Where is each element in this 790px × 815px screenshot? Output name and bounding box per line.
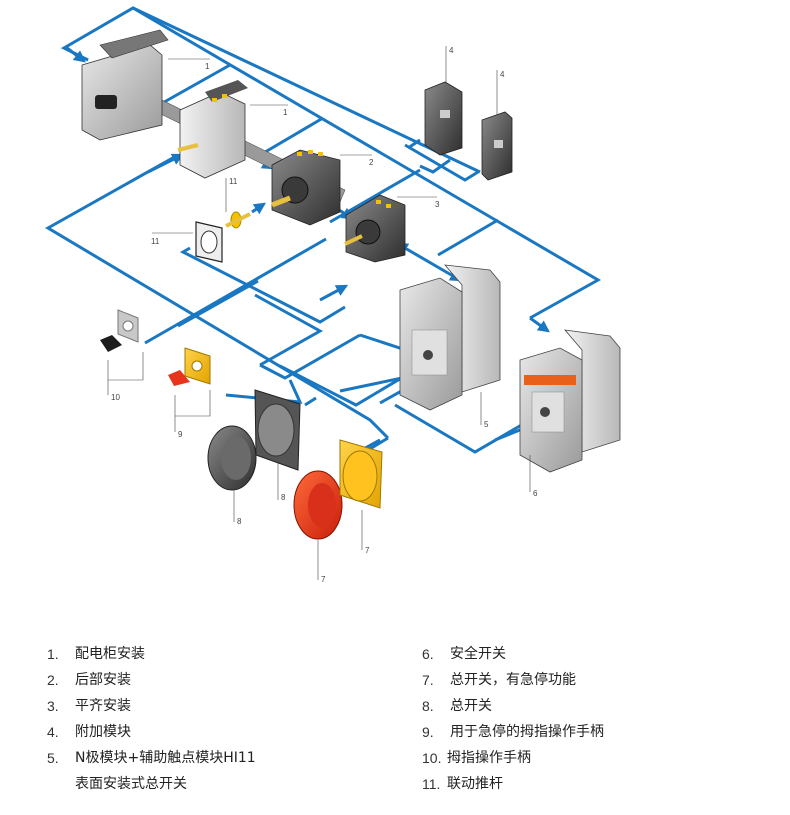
legend-number: 6. bbox=[422, 646, 434, 662]
legend-number: 4. bbox=[47, 724, 59, 740]
connector-arrow bbox=[251, 202, 266, 215]
callout-9: 9 bbox=[178, 430, 183, 439]
legend-item: 3. 平齐安装 bbox=[47, 693, 256, 719]
connector-line bbox=[404, 143, 479, 182]
connector-line bbox=[225, 379, 303, 404]
legend-item: 10. 拇指操作手柄 bbox=[422, 745, 604, 771]
legend-text: 用于急停的拇指操作手柄 bbox=[450, 724, 604, 740]
leader-lines bbox=[107, 46, 531, 580]
legend-item: 1. 配电柜安装 bbox=[47, 641, 256, 667]
callout-3: 3 bbox=[435, 200, 440, 209]
legend-text: 平齐安装 bbox=[75, 698, 131, 714]
component-8-handle bbox=[207, 425, 257, 491]
callout-4: 4 bbox=[500, 70, 505, 79]
connector-line bbox=[144, 237, 327, 345]
callout-2: 2 bbox=[369, 158, 374, 167]
callout-10: 10 bbox=[111, 393, 120, 402]
legend-text: N极模块+辅助触点模块HI11 bbox=[75, 750, 256, 766]
legend-item: 6. 安全开关 bbox=[422, 641, 604, 667]
connector-line bbox=[394, 403, 531, 454]
legend-text: 总开关 bbox=[450, 698, 492, 714]
legend-item: 2. 后部安装 bbox=[47, 667, 256, 693]
component-4-addon-cover bbox=[481, 111, 513, 181]
callout-5: 5 bbox=[484, 420, 489, 429]
connector-line bbox=[419, 158, 451, 174]
legend-item: 5. N极模块+辅助触点模块HI11 bbox=[47, 745, 256, 771]
connector-line bbox=[319, 284, 349, 302]
legend-item: 4. 附加模块 bbox=[47, 719, 256, 745]
connector-line bbox=[304, 396, 317, 407]
component-7-yellow-bezel bbox=[339, 439, 383, 509]
connector-line bbox=[132, 6, 602, 320]
callout-1: 1 bbox=[283, 108, 288, 117]
legend-right: 6. 安全开关 7. 总开关，有急停功能 8. 总开关 9. 用于急停的拇指操作手柄 1… bbox=[422, 641, 604, 797]
legend-text: 表面安装式总开关 bbox=[75, 776, 187, 792]
legend-number: 11. bbox=[422, 776, 441, 792]
legend-text: 总开关，有急停功能 bbox=[450, 672, 576, 688]
component-9-emergency-thumb-grip bbox=[168, 347, 211, 386]
component-6-safety-enclosure bbox=[519, 329, 621, 473]
legend-item: 7. 总开关，有急停功能 bbox=[422, 667, 604, 693]
connector-line bbox=[179, 246, 346, 324]
callout-1: 1 bbox=[205, 62, 210, 71]
legend-text: 拇指操作手柄 bbox=[447, 750, 531, 766]
legend-number bbox=[47, 771, 75, 797]
connector-line bbox=[279, 364, 423, 407]
legend-item: 8. 总开关 bbox=[422, 693, 604, 719]
legend-number: 3. bbox=[47, 698, 59, 714]
legend-number: 9. bbox=[422, 724, 434, 740]
connector-line bbox=[66, 46, 86, 63]
callout-6: 6 bbox=[533, 489, 538, 498]
connector-line bbox=[259, 333, 361, 380]
component-4-addon-module bbox=[424, 81, 463, 156]
connector-line bbox=[177, 279, 259, 328]
legend-text: 配电柜安装 bbox=[75, 646, 145, 662]
connector-line bbox=[437, 218, 499, 257]
component-3-flush-switch bbox=[344, 194, 406, 263]
connector-line bbox=[45, 153, 390, 440]
legend-item: 11. 联动推杆 bbox=[422, 771, 604, 797]
callout-8: 8 bbox=[237, 517, 242, 526]
connector-line bbox=[254, 293, 324, 367]
legend-number: 8. bbox=[422, 698, 434, 714]
component-1-large-switch bbox=[81, 29, 169, 141]
component-10-thumb-grip bbox=[100, 309, 139, 352]
legend-number: 10. bbox=[422, 750, 442, 766]
legend-number: 7. bbox=[422, 672, 434, 688]
double-arrow bbox=[395, 242, 463, 282]
component-11-seal-plate bbox=[195, 221, 223, 263]
callout-numbers: 1 1 2 3 4 4 11 11 5 6 10 9 8 8 7 7 bbox=[111, 46, 538, 584]
callout-4: 4 bbox=[449, 46, 454, 55]
accessory-diagram: 1 1 2 3 4 4 11 11 5 6 10 9 8 8 7 7 bbox=[45, 6, 621, 584]
legend-text: 联动推杆 bbox=[447, 776, 503, 792]
legend-number: 1. bbox=[47, 646, 59, 662]
callout-11: 11 bbox=[151, 237, 160, 246]
legend-item: 9. 用于急停的拇指操作手柄 bbox=[422, 719, 604, 745]
legend-number: 2. bbox=[47, 672, 59, 688]
legend-left: 1. 配电柜安装 2. 后部安装 3. 平齐安装 4. 附加模块 5. N极模块+辅助触点… bbox=[47, 641, 256, 797]
component-1-switch bbox=[177, 80, 248, 179]
callout-7: 7 bbox=[321, 575, 326, 584]
component-7-red-handle bbox=[293, 470, 343, 540]
connector-line bbox=[85, 57, 89, 62]
component-11-shaft bbox=[225, 211, 251, 229]
component-2-rear-switch bbox=[271, 149, 341, 226]
legend-text: 安全开关 bbox=[450, 646, 506, 662]
component-8-bezel bbox=[254, 389, 301, 471]
legend-text: 后部安装 bbox=[75, 672, 131, 688]
legend-text: 附加模块 bbox=[75, 724, 131, 740]
callout-11: 11 bbox=[229, 177, 238, 186]
callout-8: 8 bbox=[281, 493, 286, 502]
component-5-enclosure bbox=[399, 264, 501, 411]
connector-line bbox=[529, 316, 550, 333]
connector-line bbox=[147, 153, 185, 174]
legend-item-continuation: 表面安装式总开关 bbox=[47, 771, 256, 797]
callout-7: 7 bbox=[365, 546, 370, 555]
legend-number: 5. bbox=[47, 750, 59, 766]
